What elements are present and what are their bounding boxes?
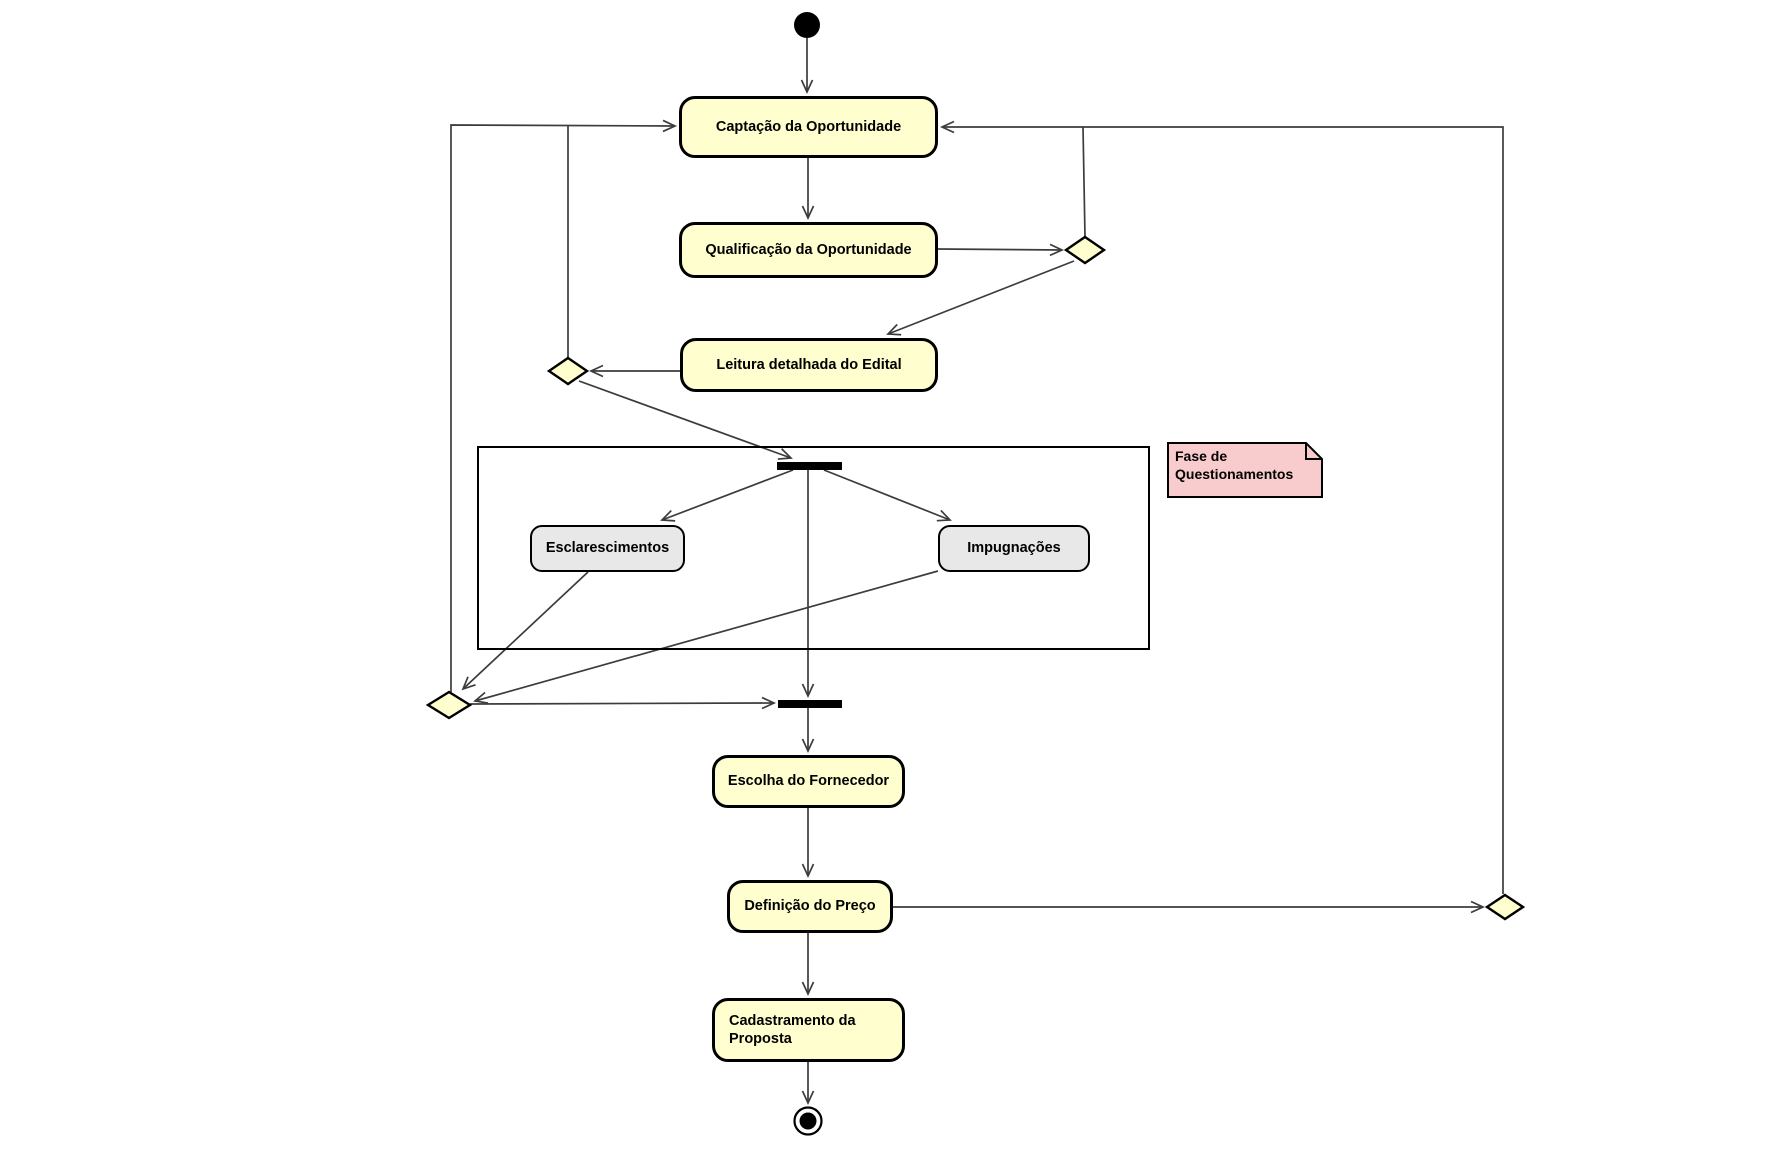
merge-diamond[interactable] [425,690,473,720]
activity-cadastramento[interactable]: Cadastramento da Proposta [712,998,905,1062]
activity-cadastramento-label: Cadastramento da Proposta [729,1012,856,1047]
activity-definicao-label: Definição do Preço [744,898,876,915]
edge-decision-leitura-to-fork [578,380,793,460]
activity-esclarescimentos[interactable]: Esclarescimentos [530,525,685,572]
decision-preco-diamond[interactable] [1484,893,1526,921]
final-node-dot [799,1112,817,1130]
activity-impugnacoes[interactable]: Impugnações [938,525,1090,572]
edge-decision-qualificacao-to-leitura [886,260,1075,336]
activity-impugnacoes-label: Impugnações [967,540,1061,557]
note-shape[interactable] [1167,442,1323,498]
edge-merge-to-join [469,696,777,710]
decision-leitura-diamond[interactable] [546,356,590,386]
edge-impugnacoes-to-merge [473,570,939,704]
edge-esclarescimentos-to-merge [461,571,589,691]
activity-qualificacao[interactable]: Qualificação da Oportunidade [679,222,938,278]
edge-merge-to-captacao [450,119,678,692]
activity-definicao[interactable]: Definição do Preço [727,880,893,933]
activity-esclarescimentos-label: Esclarescimentos [545,540,670,557]
activity-escolha[interactable]: Escolha do Fornecedor [712,755,905,808]
activity-captacao[interactable]: Captação da Oportunidade [679,96,938,158]
decision-qualificacao-diamond[interactable] [1063,235,1107,265]
edge-fork-to-impugnacoes [823,469,952,522]
activity-leitura-label: Leitura detalhada do Edital [716,356,902,373]
activity-leitura[interactable]: Leitura detalhada do Edital [680,338,938,392]
initial-node[interactable] [794,12,820,38]
activity-escolha-label: Escolha do Fornecedor [727,773,890,790]
edge-fork-to-esclarescimentos [660,469,794,522]
edge-qualificacao-to-decision-qualificacao [937,243,1065,257]
questionamentos-frame [477,446,1150,650]
note-fold [1305,443,1322,460]
edge-decision-preco-to-captacao [939,120,1504,894]
edge-decision-qualificacao-to-captacao [1082,126,1086,238]
fork-bar[interactable] [777,462,842,470]
note-label: Fase de Questionamentos [1175,448,1294,482]
activity-captacao-label: Captação da Oportunidade [715,118,902,135]
join-bar[interactable] [778,700,842,708]
activity-qualificacao-label: Qualificação da Oportunidade [705,241,912,258]
